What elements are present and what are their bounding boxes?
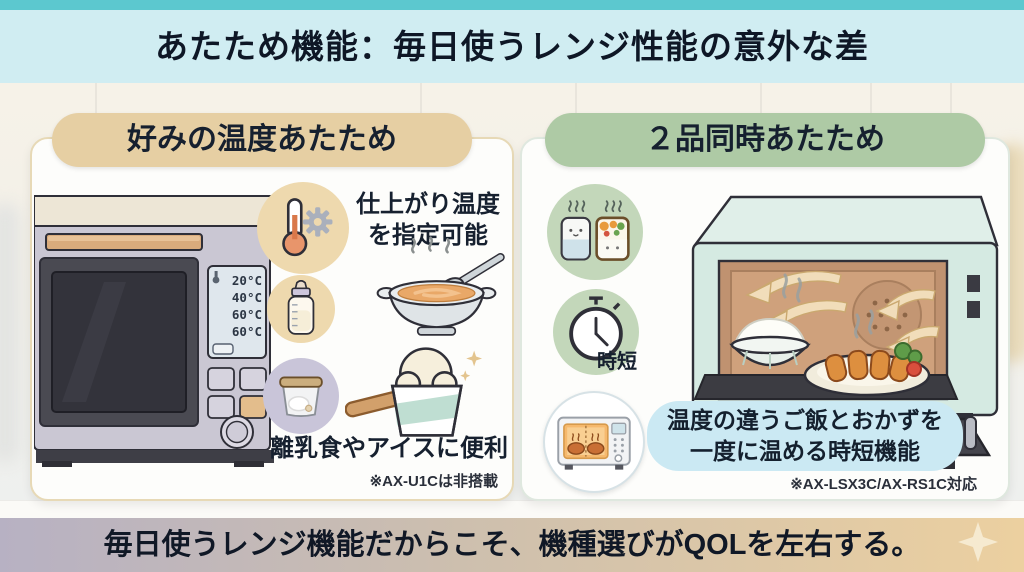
- panel-dual-heating: 時短: [520, 137, 1010, 501]
- footer-message: 毎日使うレンジ機能だからこそ、機種選びがQOLを左右する。: [103, 529, 921, 561]
- display-temp: 40°C: [231, 290, 262, 305]
- cabinet-seam: [870, 83, 872, 135]
- baby-bottle-icon: [267, 275, 335, 343]
- countertop: [0, 500, 1024, 519]
- ice-cream-illustration: [345, 347, 483, 437]
- timer-label: 時短: [597, 351, 637, 373]
- cabinet-seam: [950, 83, 952, 135]
- top-accent-strip: [0, 0, 1024, 10]
- dual-heating-mini-microwave-icon: [543, 391, 645, 493]
- bento-boxes-icon: [547, 184, 643, 280]
- display-temp: 60°C: [231, 324, 262, 339]
- footer-banner: 毎日使うレンジ機能だからこそ、機種選びがQOLを左右する。: [0, 518, 1024, 572]
- dual-heating-description: 温度の違うご飯とおかずを 一度に温める時短機能: [647, 401, 963, 471]
- baby-food-jar-icon: [263, 358, 339, 434]
- soup-bowl-illustration: [376, 236, 505, 336]
- timer-icon: 時短: [553, 289, 639, 375]
- cabinet-seam: [760, 83, 762, 135]
- panel-preferred-temp: 20°C 40°C 60°C 60°C 仕上がり温度 を指定可能: [30, 137, 514, 501]
- feature-temp-select-label: 仕上がり温度 を指定可能: [356, 191, 500, 249]
- feature-babyfood-label: 離乳食やアイスに便利: [269, 435, 509, 462]
- microwave-temperature-illustration: [34, 195, 274, 467]
- microwave-display: 20°C 40°C 60°C 60°C: [208, 266, 268, 360]
- header-banner: あたため機能：毎日使うレンジ性能の意外な差: [0, 10, 1024, 84]
- right-model-note: ※AX-LSX3C/AX-RS1C対応: [790, 476, 977, 493]
- cabinet-seam: [575, 83, 577, 135]
- display-temp: 20°C: [231, 273, 262, 288]
- display-temp: 60°C: [231, 307, 262, 322]
- cabinet-shadow-blur: [0, 203, 20, 463]
- thermometer-gear-icon: [257, 182, 349, 274]
- left-model-note: ※AX-U1Cは非搭載: [369, 473, 498, 490]
- cabinet-seam: [95, 83, 97, 135]
- left-panel-title: 好みの温度あたため: [52, 113, 472, 167]
- sparkle-icon: [958, 522, 998, 562]
- page-title: あたため機能：毎日使うレンジ性能の意外な差: [155, 28, 869, 65]
- right-panel-title: ２品同時あたため: [545, 113, 985, 167]
- cabinet-seam: [420, 83, 422, 135]
